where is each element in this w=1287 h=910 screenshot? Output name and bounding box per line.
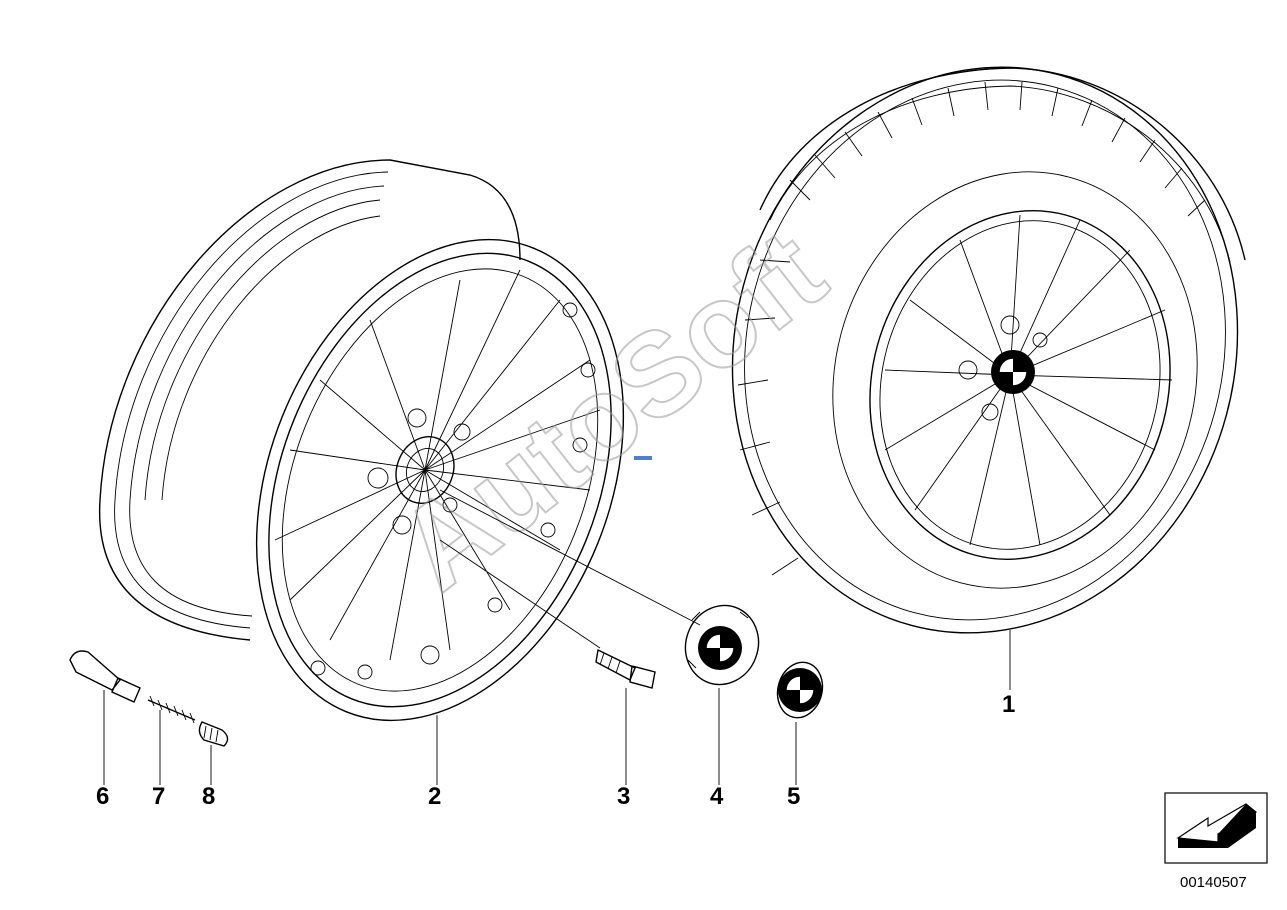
hub-cap-part-4[interactable] [674, 595, 769, 695]
valve-cap-part-8[interactable] [198, 721, 229, 747]
arrow-down-left-icon [1176, 803, 1258, 848]
wheel-bolt-part-3[interactable] [595, 648, 656, 689]
nav-arrow-button[interactable] [1164, 792, 1268, 864]
valve-part-6[interactable] [69, 650, 141, 703]
valve-core-part-7[interactable] [147, 695, 196, 724]
callout-5: 5 [787, 783, 800, 810]
accent-dot [634, 456, 652, 460]
svg-text:AutoSoft: AutoSoft [375, 205, 849, 616]
rim-part-2[interactable] [98, 159, 692, 775]
watermark: AutoSoft [374, 204, 850, 617]
callout-6: 6 [96, 783, 109, 810]
callout-3: 3 [617, 783, 630, 810]
callout-4: 4 [710, 783, 724, 810]
callout-8: 8 [202, 783, 215, 810]
callout-7: 7 [152, 783, 165, 810]
callout-2: 2 [428, 783, 441, 810]
leader-lines [103, 489, 1011, 785]
callout-1: 1 [1002, 691, 1015, 718]
wheel-tire-part-1[interactable] [670, 10, 1287, 690]
emblem-part-5[interactable] [772, 657, 829, 722]
document-number: 00140507 [1180, 874, 1247, 891]
